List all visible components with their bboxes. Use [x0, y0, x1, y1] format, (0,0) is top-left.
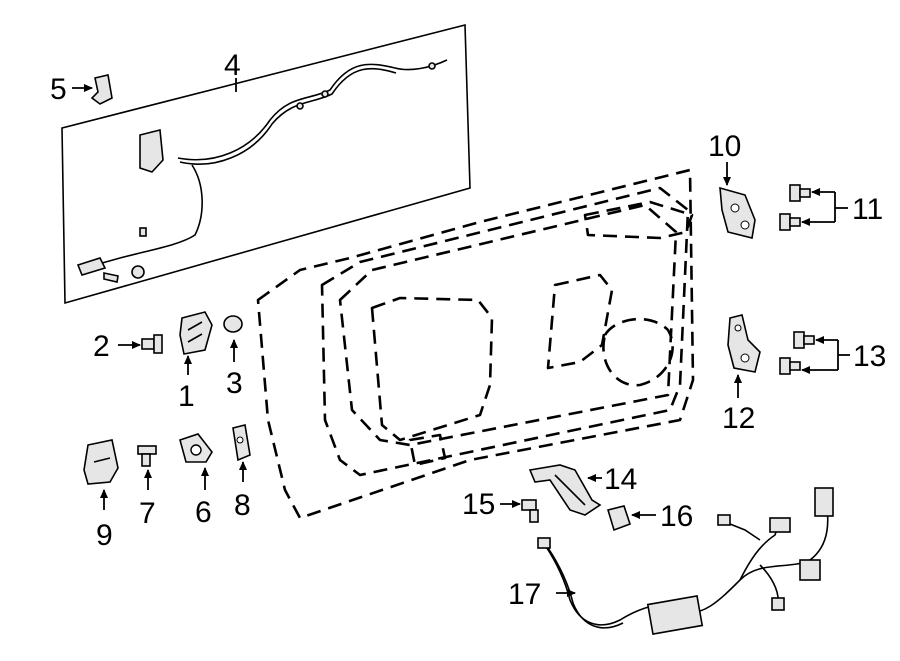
striker-part-1: [179, 311, 213, 355]
callout-1: 1: [178, 380, 195, 413]
callout-12: 12: [722, 402, 755, 435]
hinge-bolts-part-11: [779, 184, 811, 231]
callout-3: 3: [226, 367, 243, 400]
callout-8: 8: [234, 489, 251, 522]
upper-hinge-part-10: [719, 186, 756, 239]
callout-7: 7: [139, 497, 156, 530]
callout-10: 10: [708, 130, 741, 163]
bracket-part-6: [179, 433, 213, 463]
plate-part-8: [232, 424, 251, 462]
callout-13: 13: [853, 340, 886, 373]
callout-11: 11: [852, 193, 883, 226]
callout-17: 17: [508, 578, 541, 611]
callout-6: 6: [195, 496, 212, 529]
wiring-harness-part-17: [537, 487, 834, 636]
clip-part-5: [90, 74, 113, 105]
callout-5: 5: [50, 73, 67, 106]
callout-2: 2: [93, 330, 110, 363]
callout-arrows: [72, 78, 850, 597]
pad-part-9: [83, 439, 119, 485]
callout-15: 15: [462, 488, 495, 521]
callout-14: 14: [604, 463, 637, 496]
bolt-part-2: [141, 334, 163, 354]
nut-part-16: [606, 505, 632, 532]
washer-part-3: [223, 315, 243, 333]
callout-16: 16: [660, 500, 693, 533]
bolt-part-15: [521, 499, 539, 523]
door-shell-outline: [256, 168, 695, 520]
door-check-part-14: [528, 464, 602, 516]
lower-hinge-part-12: [727, 314, 761, 373]
cable-panel: [61, 23, 471, 305]
callout-9: 9: [96, 519, 113, 552]
callout-4: 4: [224, 49, 241, 82]
hinge-bolts-part-13: [779, 331, 815, 375]
screw-part-7: [137, 445, 157, 467]
callout-labels: 5 4 2 1 3 9 7 6 8 10 11 12 13 14 15 16 1…: [50, 49, 886, 611]
